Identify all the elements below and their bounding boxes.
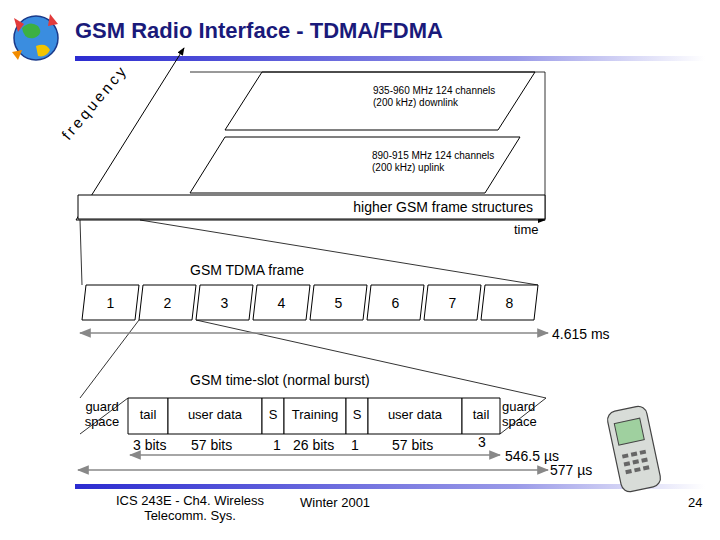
- bit-count: 1: [273, 437, 293, 453]
- time-slot: 7: [424, 285, 481, 320]
- node-shape: [481, 285, 538, 320]
- uplink-band: 890-915 MHz 124 channels (200 kHz) uplin…: [190, 137, 520, 193]
- burst-field: Training: [284, 398, 346, 434]
- node-label: 5: [310, 295, 367, 311]
- axis-label: frequency: [58, 40, 148, 143]
- title-bar: [75, 56, 705, 61]
- footer-bar: [75, 484, 705, 489]
- footer-text: ICS 243E - Ch4. Wireless Telecomm. Sys.: [115, 494, 265, 524]
- burst-field: user data: [168, 398, 262, 434]
- dimension-arrow: [130, 454, 500, 456]
- burst-field: S: [346, 398, 368, 434]
- node-shape: [168, 398, 262, 434]
- burst-field: S: [262, 398, 284, 434]
- bit-count: 3: [478, 434, 498, 450]
- node-shape: [190, 137, 520, 193]
- node-label: 4: [253, 295, 310, 311]
- frequency-axis: [76, 48, 184, 220]
- time-slot: 5: [310, 285, 367, 320]
- page-number: 24: [688, 496, 718, 511]
- node-shape: [310, 285, 367, 320]
- node-shape: [139, 285, 196, 320]
- duration-label: 546.5 µs: [505, 448, 585, 464]
- section-heading: GSM time-slot (normal burst): [190, 372, 430, 388]
- duration-label: 4.615 ms: [552, 326, 632, 342]
- node-shape: [253, 285, 310, 320]
- guard-label: guard space: [79, 400, 125, 430]
- phone-illustration: [606, 405, 662, 494]
- bit-count: 1: [351, 437, 371, 453]
- burst-field: tail: [462, 398, 500, 434]
- node-label: 935-960 MHz 124 channels (200 kHz) downl…: [373, 85, 498, 108]
- node-shape: [346, 398, 368, 434]
- dimension-arrow: [78, 469, 548, 471]
- zoom-line: [80, 320, 139, 398]
- burst-field: tail: [128, 398, 168, 434]
- time-slot: 2: [139, 285, 196, 320]
- node-shape: [367, 285, 424, 320]
- node-label: user data: [368, 408, 462, 423]
- node-label: 1: [82, 295, 139, 311]
- bit-count: 57 bits: [191, 437, 251, 453]
- node-label: 890-915 MHz 124 channels (200 kHz) uplin…: [372, 150, 497, 173]
- node-outline: [190, 137, 520, 193]
- node-shape: [225, 72, 535, 130]
- frame-structure-band: higher GSM frame structures: [78, 195, 545, 219]
- node-label: 7: [424, 295, 481, 311]
- node-label: 8: [481, 295, 538, 311]
- time-slot: 4: [253, 285, 310, 320]
- downlink-band: 935-960 MHz 124 channels (200 kHz) downl…: [225, 72, 535, 130]
- bit-count: 26 bits: [293, 437, 353, 453]
- section-heading: GSM TDMA frame: [190, 262, 390, 278]
- dimension-arrow: [80, 332, 548, 334]
- node-label: Training: [284, 408, 346, 423]
- time-slot: 3: [196, 285, 253, 320]
- logo-globe: [12, 14, 58, 60]
- node-shape: [262, 398, 284, 434]
- time-slot: 1: [82, 285, 139, 320]
- zoom-line: [80, 220, 82, 285]
- guard-slant: [80, 398, 128, 434]
- time-slot: 6: [367, 285, 424, 320]
- slide-title: GSM Radio Interface - TDMA/FDMA: [75, 18, 443, 44]
- bit-count: 57 bits: [392, 437, 452, 453]
- node-label: tail: [128, 408, 168, 423]
- bit-count: 3 bits: [133, 437, 193, 453]
- node-shape: [128, 398, 168, 434]
- node-shape: [196, 285, 253, 320]
- node-label: higher GSM frame structures: [278, 199, 533, 215]
- node-label: 2: [139, 295, 196, 311]
- node-label: tail: [462, 408, 500, 423]
- zoom-line: [140, 220, 538, 285]
- footer-text: Winter 2001: [300, 496, 400, 511]
- burst-field: user data: [368, 398, 462, 434]
- guard-label: guard space: [502, 400, 548, 430]
- time-slot: 8: [481, 285, 538, 320]
- node-label: 6: [367, 295, 424, 311]
- axis-label: time: [514, 223, 554, 238]
- node-shape: [424, 285, 481, 320]
- node-shape: [462, 398, 500, 434]
- node-label: S: [346, 408, 368, 423]
- node-shape: [284, 398, 346, 434]
- node-shape: [78, 195, 545, 219]
- duration-label: 577 µs: [550, 462, 630, 478]
- time-axis: [76, 220, 545, 221]
- node-shape: [368, 398, 462, 434]
- node-label: user data: [168, 408, 262, 423]
- node-label: S: [262, 408, 284, 423]
- node-label: 3: [196, 295, 253, 311]
- node-shape: [82, 285, 139, 320]
